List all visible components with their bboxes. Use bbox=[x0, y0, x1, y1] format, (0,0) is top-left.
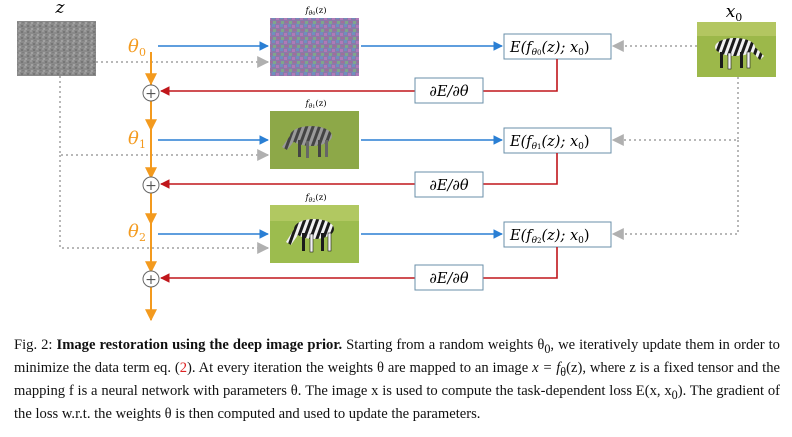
caption-fig-label: Fig. 2: bbox=[14, 337, 53, 353]
svg-text:E(fθ0(z); x0): E(fθ0(z); x0) bbox=[509, 40, 590, 58]
gradient-box-0: ∂E/∂θ bbox=[414, 77, 484, 104]
caption-line5: and used to update the parameters. bbox=[278, 406, 481, 423]
svg-text:x0: x0 bbox=[726, 2, 743, 24]
theta-0-label: θ 0 bbox=[128, 36, 146, 59]
svg-text:∂E/∂θ: ∂E/∂θ bbox=[429, 84, 468, 100]
caption-line1: Starting from a random weights θ bbox=[346, 337, 545, 353]
svg-text:+: + bbox=[145, 272, 157, 288]
caption-title: Image restoration using the deep image p… bbox=[56, 337, 343, 353]
svg-text:E(fθ2(z); x0): E(fθ2(z); x0) bbox=[509, 228, 590, 246]
caption-line3: x = f bbox=[532, 360, 561, 377]
z-dotted-line-2 bbox=[59, 155, 270, 254]
output-image-0 bbox=[270, 18, 359, 76]
caption-line2a: update them in order to minimize the dat… bbox=[14, 337, 780, 377]
caption-sub-x0: 0 bbox=[671, 388, 678, 403]
svg-text:+: + bbox=[145, 178, 157, 194]
z-noise-image bbox=[17, 21, 96, 76]
plus-node-1: + bbox=[142, 176, 160, 194]
caption-line1-end: , we iteratively bbox=[550, 337, 639, 353]
z-label: z bbox=[55, 0, 66, 18]
svg-text:fθ2(z): fθ2(z) bbox=[304, 192, 326, 204]
loss-box-2: E(fθ2(z); x0) bbox=[503, 221, 612, 248]
svg-text:E(fθ1(z); x0): E(fθ1(z); x0) bbox=[509, 134, 590, 152]
x0-dotted-line-2 bbox=[611, 140, 739, 240]
theta-1-label: θ 1 bbox=[128, 128, 146, 151]
caption-line3-rest: (z), where z is a fixed tensor and the m… bbox=[14, 360, 780, 400]
svg-text:2: 2 bbox=[139, 231, 146, 244]
caption-line2b: ). At every iteration the weights θ are … bbox=[187, 360, 529, 377]
gradient-box-1: ∂E/∂θ bbox=[414, 171, 484, 198]
loss-box-1: E(fθ1(z); x0) bbox=[503, 127, 612, 154]
caption-sub-0: 0 bbox=[544, 341, 551, 356]
output-image-1 bbox=[270, 111, 359, 169]
loss-box-0: E(fθ0(z); x0) bbox=[503, 33, 612, 60]
svg-text:fθ1(z): fθ1(z) bbox=[304, 98, 326, 110]
x0-label: x0 bbox=[726, 2, 743, 24]
gradient-arrow-2 bbox=[160, 247, 558, 283]
plus-node-2: + bbox=[142, 270, 160, 288]
svg-text:θ: θ bbox=[128, 221, 139, 242]
z-dotted-line-1 bbox=[59, 76, 270, 161]
equation-ref-link[interactable]: 2 bbox=[179, 360, 188, 377]
f-theta0-label: fθ0(z) bbox=[304, 5, 326, 17]
svg-text:fθ0(z): fθ0(z) bbox=[304, 5, 326, 17]
theta-2-label: θ 2 bbox=[128, 221, 146, 244]
gradient-box-2: ∂E/∂θ bbox=[414, 264, 484, 291]
svg-text:0: 0 bbox=[139, 46, 146, 59]
plus-node-0: + bbox=[142, 84, 160, 102]
diagram: z x0 θ 0 θ 1 θ 2 + bbox=[17, 0, 776, 322]
svg-text:+: + bbox=[145, 86, 157, 102]
gradient-arrow-1 bbox=[160, 153, 558, 189]
gradient-arrow-0 bbox=[160, 59, 558, 96]
svg-text:1: 1 bbox=[139, 138, 146, 151]
output-image-2 bbox=[270, 205, 359, 263]
f-theta1-label: fθ1(z) bbox=[304, 98, 326, 110]
x0-zebra-image bbox=[697, 22, 776, 77]
x0-dotted-line-1 bbox=[611, 77, 739, 146]
svg-text:θ: θ bbox=[128, 128, 139, 149]
f-theta2-label: fθ2(z) bbox=[304, 192, 326, 204]
svg-text:∂E/∂θ: ∂E/∂θ bbox=[429, 178, 468, 194]
caption-line4: used to compute the task-dependent loss … bbox=[395, 383, 672, 400]
svg-text:θ: θ bbox=[128, 36, 139, 57]
figure-caption: Fig. 2: Image restoration using the deep… bbox=[14, 336, 780, 425]
caption-sub-theta: θ bbox=[560, 365, 567, 380]
caption-line4-rest: ). The gradient of the loss w.r.t. the w… bbox=[14, 383, 780, 423]
svg-text:∂E/∂θ: ∂E/∂θ bbox=[429, 271, 468, 287]
